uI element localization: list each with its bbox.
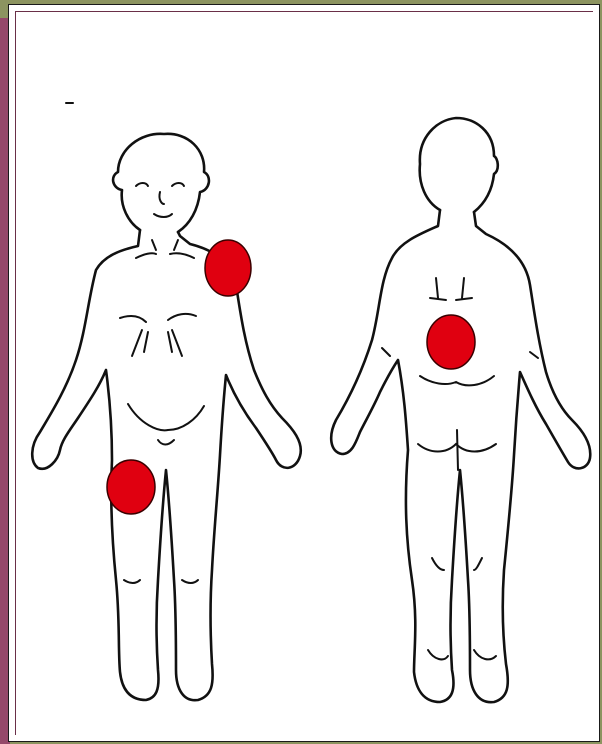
front-ribs-right [168, 330, 182, 356]
back-shoulder-blade-left [430, 278, 446, 300]
front-ribs-left [132, 330, 148, 356]
front-neck-line-left [152, 240, 156, 250]
back-body-outline [331, 210, 590, 702]
back-elbow-left [382, 348, 390, 356]
front-chest-left [120, 316, 146, 322]
front-body-outline [32, 230, 301, 700]
marker-front-right-thigh [107, 460, 155, 514]
back-body-figure [331, 118, 590, 702]
back-waist-line [420, 376, 494, 385]
front-collarbone-left [136, 253, 156, 258]
marker-back-lower-back [427, 315, 475, 369]
front-neck-line-right [174, 240, 178, 250]
back-ankle-left [428, 650, 448, 659]
back-shoulder-blade-right [456, 278, 472, 300]
front-mouth [154, 214, 172, 217]
back-knee-left [432, 558, 444, 570]
front-body-figure [32, 134, 301, 700]
front-chest-right [168, 314, 196, 320]
back-cleft [457, 430, 458, 470]
marker-front-left-shoulder [205, 240, 251, 296]
front-right-eye [172, 183, 184, 186]
front-hip-line [128, 404, 204, 430]
back-elbow-right [530, 352, 538, 358]
back-head-outline [420, 118, 498, 212]
back-knee-right [474, 558, 482, 570]
front-collarbone-right [170, 253, 194, 258]
front-knee-left [124, 580, 140, 583]
front-groin [158, 440, 174, 445]
back-ankle-right [474, 650, 496, 659]
front-knee-right [182, 580, 198, 583]
front-nose [159, 192, 164, 204]
front-left-eye [136, 183, 148, 186]
